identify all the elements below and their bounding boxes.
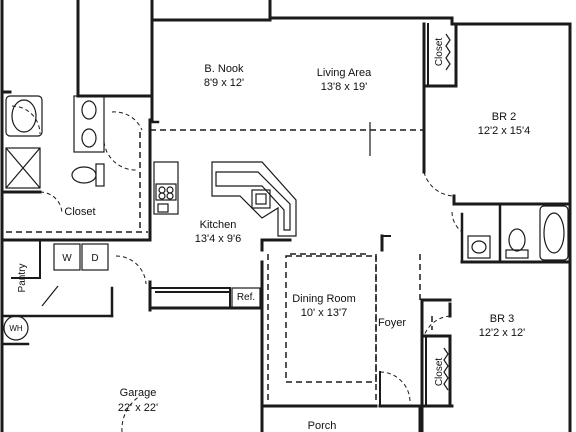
room-labels: B. Nook 8'9 x 12' Living Area 13'8 x 19'…	[9, 38, 530, 432]
sink-icon	[467, 235, 491, 259]
room-name: Pantry	[17, 264, 28, 293]
washer-label: W	[62, 253, 72, 264]
dashed-openings	[6, 129, 433, 404]
room-size: 8'9 x 12'	[204, 77, 244, 89]
refrigerator-label: Ref.	[237, 292, 255, 303]
washer-box	[53, 243, 81, 271]
room-name: Living Area	[317, 67, 372, 79]
toilet-icon	[71, 163, 105, 187]
room-size: 12'2 x 15'4	[478, 125, 531, 137]
room-name: BR 2	[492, 111, 516, 123]
room-name: Closet	[64, 206, 95, 218]
double-vanity-icon	[73, 95, 105, 153]
room-name: BR 3	[490, 313, 514, 325]
room-name: Foyer	[378, 317, 406, 329]
range-icon	[153, 161, 179, 215]
room-size: 13'8 x 19'	[321, 81, 367, 93]
toilet-icon	[505, 228, 529, 259]
water-heater-icon	[3, 315, 29, 341]
room-name: Closet	[434, 38, 445, 67]
dryer-label: D	[91, 253, 98, 264]
room-size: 22' x 22'	[118, 402, 158, 414]
room-size: 10' x 13'7	[301, 307, 347, 319]
refrigerator-box	[231, 287, 261, 309]
dining-ceiling-outline	[285, 255, 377, 383]
room-name: Closet	[434, 358, 445, 387]
closet-shelf	[443, 347, 449, 391]
room-name: Porch	[308, 420, 337, 432]
pantry-door	[41, 285, 59, 307]
dryer-box	[81, 243, 109, 271]
room-name: Kitchen	[200, 219, 237, 231]
room-size: 12'2 x 12'	[479, 327, 525, 339]
room-name: Dining Room	[292, 293, 356, 305]
door-swings	[11, 105, 463, 432]
room-name: Garage	[120, 387, 157, 399]
room-name: B. Nook	[204, 63, 244, 75]
shower-icon	[5, 147, 41, 189]
bathtub-icon	[5, 95, 43, 137]
water-heater-label: WH	[9, 324, 23, 333]
closet-shelf	[445, 33, 451, 71]
bathtub-icon	[539, 205, 569, 261]
kitchen-island-icon	[211, 161, 297, 237]
room-size: 13'4 x 9'6	[195, 233, 241, 245]
